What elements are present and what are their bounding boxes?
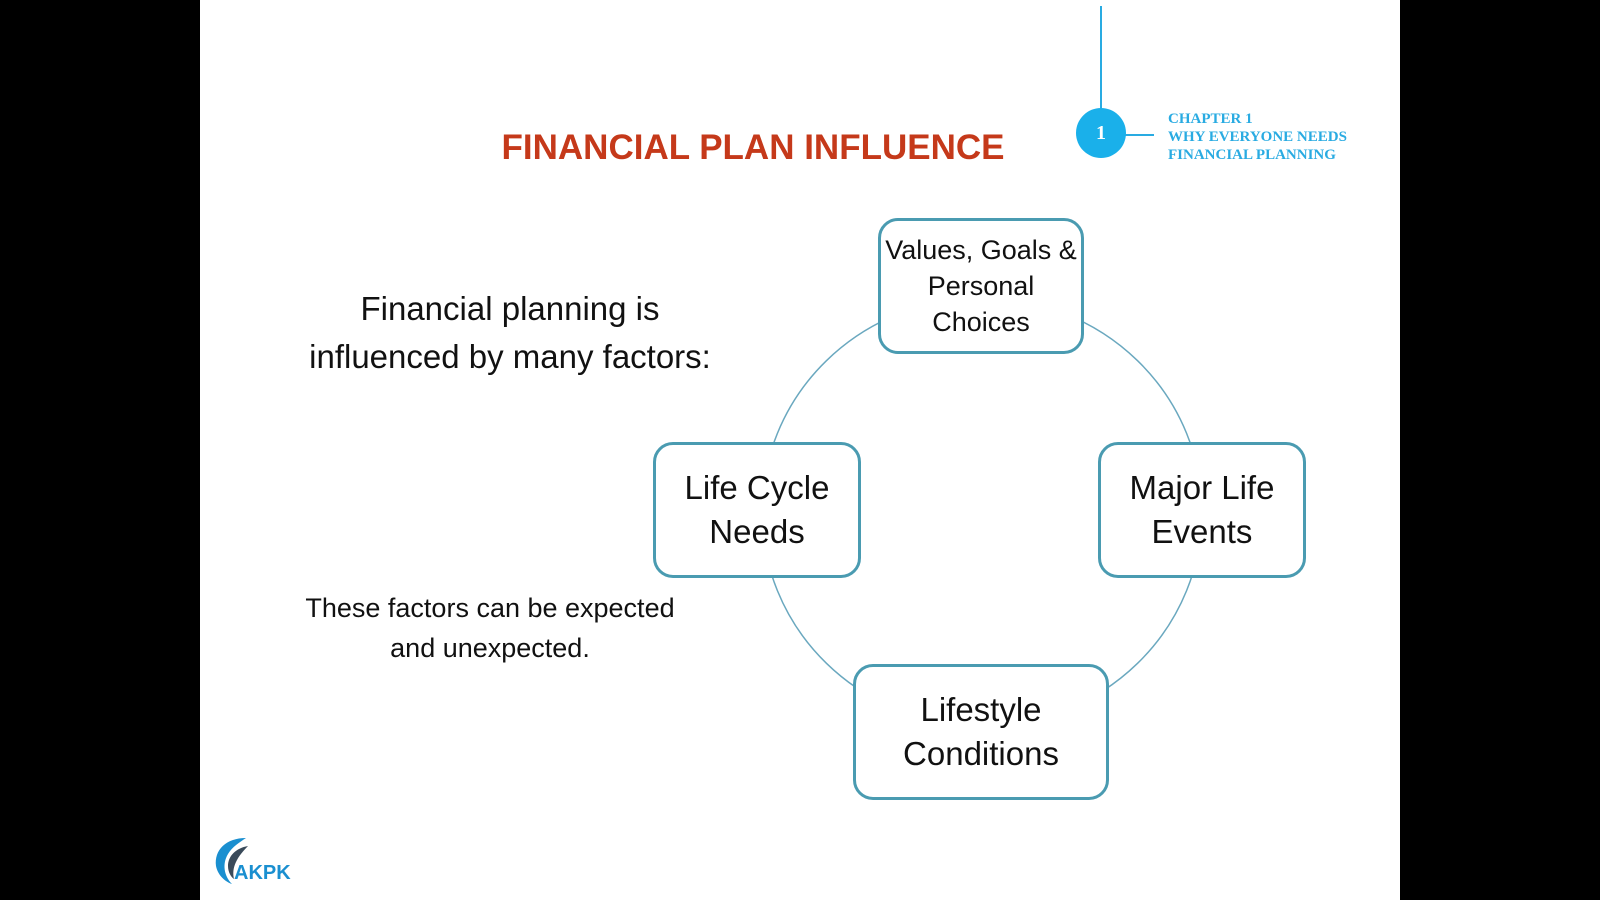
chapter-label-line-1: CHAPTER 1 [1168, 111, 1253, 127]
cycle-node-lifestyle-conditions: Lifestyle Conditions [853, 664, 1109, 800]
chapter-connector-line [1124, 134, 1154, 136]
cycle-node-life-cycle-needs-label: Life Cycle Needs [684, 469, 830, 550]
note-text: These factors can be expected and unexpe… [305, 593, 675, 663]
chapter-number-badge: 1 [1076, 108, 1126, 158]
cycle-node-major-life-events: Major Life Events [1098, 442, 1306, 578]
akpk-logo-swoosh-icon [215, 838, 248, 884]
chapter-vertical-line [1100, 6, 1102, 110]
intro-text: Financial planning is influenced by many… [309, 290, 711, 375]
cycle-node-values-goals-label: Values, Goals & Personal Choices [885, 235, 1077, 337]
chapter-label: CHAPTER 1 WHY EVERYONE NEEDS FINANCIAL P… [1168, 110, 1347, 164]
cycle-node-major-life-events-label: Major Life Events [1129, 469, 1275, 550]
cycle-node-lifestyle-conditions-label: Lifestyle Conditions [903, 691, 1059, 772]
chapter-label-line-3: FINANCIAL PLANNING [1168, 147, 1336, 163]
chapter-label-line-2: WHY EVERYONE NEEDS [1168, 129, 1347, 145]
cycle-node-life-cycle-needs: Life Cycle Needs [653, 442, 861, 578]
akpk-logo: AKPK [212, 832, 302, 888]
slide: 1 CHAPTER 1 WHY EVERYONE NEEDS FINANCIAL… [200, 0, 1400, 900]
slide-title: FINANCIAL PLAN INFLUENCE [501, 128, 1005, 167]
cycle-node-values-goals: Values, Goals & Personal Choices [878, 218, 1084, 354]
akpk-logo-text: AKPK [234, 862, 291, 884]
